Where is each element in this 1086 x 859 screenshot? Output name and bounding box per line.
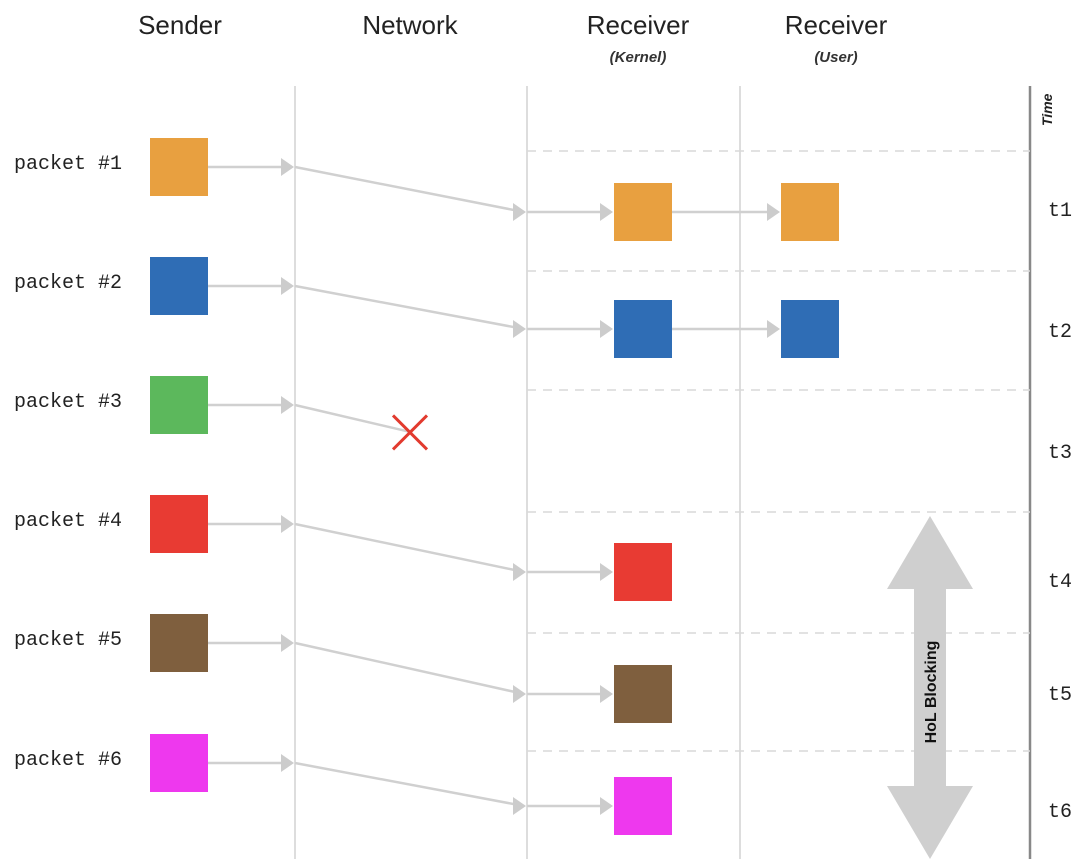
packet-label-6: packet #6 bbox=[14, 749, 122, 772]
hol-blocking-double-arrow-icon bbox=[887, 516, 973, 859]
packet-6-network-path bbox=[294, 761, 525, 808]
packet-1-sender-square bbox=[150, 138, 208, 196]
packet-1-network-arrow-head bbox=[513, 203, 526, 221]
packet-3-sender-square bbox=[150, 376, 208, 434]
packet-row: packet #3 bbox=[14, 376, 429, 451]
time-labels: t1 t2 t3 t4 t5 t6 bbox=[1048, 200, 1072, 824]
time-label-t1: t1 bbox=[1048, 200, 1072, 223]
packet-6-kernel-arrow-head bbox=[600, 797, 613, 815]
packet-label-2: packet #2 bbox=[14, 272, 122, 295]
packet-rows: packet #1 packet #2 packet #3 packet #4 pack… bbox=[14, 138, 839, 835]
packet-1-user-square bbox=[781, 183, 839, 241]
packet-label-4: packet #4 bbox=[14, 510, 122, 533]
packet-5-network-arrow-head bbox=[513, 685, 526, 703]
packet-row: packet #4 bbox=[14, 495, 672, 601]
packet-6-send-arrow-head bbox=[281, 754, 294, 772]
packet-2-kernel-arrow-head bbox=[600, 320, 613, 338]
packet-row: packet #1 bbox=[14, 138, 839, 241]
column-title-receiver-kernel: Receiver bbox=[587, 10, 690, 40]
packet-6-kernel-square bbox=[614, 777, 672, 835]
packet-lost-x-icon bbox=[391, 414, 429, 451]
packet-5-send-arrow-head bbox=[281, 634, 294, 652]
column-title-sender: Sender bbox=[138, 10, 222, 40]
packet-4-kernel-square bbox=[614, 543, 672, 601]
packet-6-sender-square bbox=[150, 734, 208, 792]
packet-row: packet #6 bbox=[14, 734, 672, 835]
time-label-t4: t4 bbox=[1048, 571, 1072, 594]
packet-3-network-path bbox=[294, 403, 409, 433]
packet-4-send-arrow-head bbox=[281, 515, 294, 533]
packet-2-kernel-square bbox=[614, 300, 672, 358]
packet-4-sender-square bbox=[150, 495, 208, 553]
packet-2-sender-square bbox=[150, 257, 208, 315]
packet-4-network-path bbox=[294, 522, 525, 574]
time-slot-dividers bbox=[527, 150, 1030, 752]
packet-2-user-square bbox=[781, 300, 839, 358]
column-title-network: Network bbox=[362, 10, 458, 40]
packet-5-sender-square bbox=[150, 614, 208, 672]
packet-4-network-arrow-head bbox=[513, 563, 526, 581]
packet-label-3: packet #3 bbox=[14, 391, 122, 414]
column-title-receiver-user: Receiver bbox=[785, 10, 888, 40]
packet-5-kernel-square bbox=[614, 665, 672, 723]
packet-1-user-arrow-head bbox=[767, 203, 780, 221]
packet-row: packet #2 bbox=[14, 257, 839, 358]
packet-5-network-path bbox=[294, 641, 525, 696]
time-label-t3: t3 bbox=[1048, 442, 1072, 465]
packet-1-kernel-arrow-head bbox=[600, 203, 613, 221]
column-subtitle-kernel: (Kernel) bbox=[610, 49, 667, 66]
packet-label-1: packet #1 bbox=[14, 153, 122, 176]
hol-blocking-label: HoL Blocking bbox=[923, 641, 940, 744]
packet-2-network-arrow-head bbox=[513, 320, 526, 338]
packet-5-kernel-arrow-head bbox=[600, 685, 613, 703]
packet-1-kernel-square bbox=[614, 183, 672, 241]
packet-6-network-arrow-head bbox=[513, 797, 526, 815]
packet-2-network-path bbox=[294, 284, 525, 331]
packet-4-kernel-arrow-head bbox=[600, 563, 613, 581]
time-label-t6: t6 bbox=[1048, 801, 1072, 824]
packet-3-send-arrow-head bbox=[281, 396, 294, 414]
packet-label-5: packet #5 bbox=[14, 629, 122, 652]
hol-blocking-arrow: HoL Blocking bbox=[887, 516, 973, 859]
time-label-t5: t5 bbox=[1048, 684, 1072, 707]
packet-row: packet #5 bbox=[14, 614, 672, 723]
time-label-t2: t2 bbox=[1048, 321, 1072, 344]
packet-1-network-path bbox=[294, 165, 525, 214]
packet-2-send-arrow-head bbox=[281, 277, 294, 295]
packet-2-user-arrow-head bbox=[767, 320, 780, 338]
time-axis-title: Time bbox=[1039, 93, 1055, 126]
packet-1-send-arrow-head bbox=[281, 158, 294, 176]
column-subtitle-user: (User) bbox=[814, 49, 857, 66]
